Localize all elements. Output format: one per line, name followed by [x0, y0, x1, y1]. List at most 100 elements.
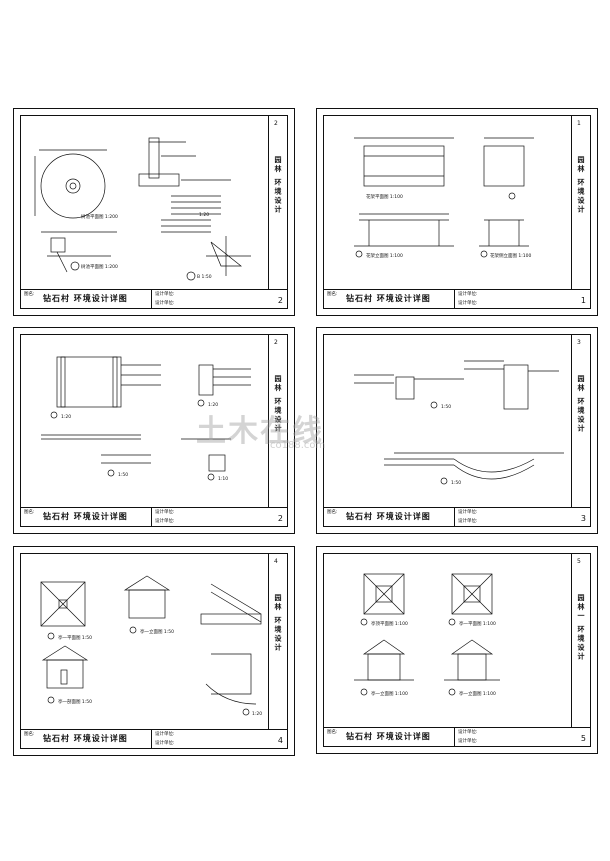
sheet-title: 钻石村 环境设计详图 — [43, 512, 128, 521]
field-1: 设计单位: — [458, 730, 478, 735]
drawing-label: 1:20 — [208, 402, 218, 408]
side-title: 园林 环境设计 — [577, 156, 585, 215]
drawing-label: 1:20 — [199, 212, 209, 218]
field-1: 设计单位: — [155, 292, 175, 297]
pergola-drawings: 花架平面图 1:100 花架立面图 1:100 花架侧立面图 1:100 — [354, 137, 534, 259]
field-2: 设计单位: — [458, 301, 478, 306]
path-drawings: 1:50 1:50 — [354, 360, 564, 486]
side-strip: 1 园林 环境设计 — [571, 116, 590, 290]
field-2: 设计单位: — [155, 301, 175, 306]
title-block: 图名: 钻石村 环境设计详图 设计单位: 设计单位: 3 — [324, 507, 590, 526]
title-prefix: 图名: — [327, 510, 338, 515]
sheet-number: 3 — [580, 514, 586, 523]
title-prefix: 图名: — [327, 730, 338, 735]
field-2: 设计单位: — [458, 739, 478, 744]
side-title: 园林 环境设计 — [577, 375, 585, 434]
drawing-area: 花架平面图 1:100 花架立面图 1:100 花架侧立面图 1:100 — [324, 116, 572, 290]
title-block: 图名: 钻石村 环境设计详图 设计单位: 设计单位: 5 — [324, 727, 590, 746]
sheet-number: 4 — [277, 736, 283, 745]
drawing-area: 1:20 1:20 1:50 1:10 — [21, 335, 269, 508]
sheet-number: 2 — [277, 514, 283, 523]
drawing-sheet-3: 1:20 1:20 1:50 1:10 2 园林 环境设计 图名: 钻石村 环境… — [13, 327, 295, 534]
sheet-title: 钻石村 环境设计详图 — [43, 734, 128, 743]
side-title: 园林一 环境设计 — [577, 594, 585, 662]
drawing-label: B 1:50 — [197, 274, 212, 280]
corner-number: 4 — [274, 558, 278, 565]
sheet-border: 亭一平面图 1:50 亭一立面图 1:50 亭一剖面图 1:50 1:20 4 … — [20, 553, 288, 749]
drawing-area: 1:50 1:50 — [324, 335, 572, 508]
drawing-label: 亭一剖面图 1:50 — [58, 698, 92, 705]
sheet-border: 树池平面图 1:200 1:20 树池平面图 1:200 B 1:50 2 园林… — [20, 115, 288, 309]
sheet-title: 钻石村 环境设计详图 — [346, 294, 431, 303]
title-block: 图名: 钻石村 环境设计详图 设计单位: 设计单位: 4 — [21, 729, 287, 748]
drawing-label: 1:20 — [61, 414, 71, 420]
drawing-label: 花架立面图 1:100 — [366, 252, 403, 259]
drawing-label: 树池平面图 1:200 — [81, 263, 118, 270]
corner-number: 2 — [274, 339, 278, 346]
sheet-border: 1:50 1:50 3 园林 环境设计 图名: 钻石村 环境设计详图 设计单位:… — [323, 334, 591, 527]
sheet-title: 钻石村 环境设计详图 — [346, 512, 431, 521]
sheet-number: 1 — [580, 296, 586, 305]
side-strip: 2 园林 环境设计 — [268, 335, 287, 508]
drawing-label: 花架侧立面图 1:100 — [490, 252, 532, 259]
side-strip: 5 园林一 环境设计 — [571, 554, 590, 728]
title-prefix: 图名: — [24, 732, 35, 737]
title-prefix: 图名: — [327, 292, 338, 297]
drawing-label: 花架平面图 1:100 — [366, 193, 403, 200]
sheet-title: 钻石村 环境设计详图 — [43, 294, 128, 303]
side-title: 园林 环境设计 — [274, 156, 282, 215]
field-1: 设计单位: — [155, 732, 175, 737]
field-2: 设计单位: — [155, 741, 175, 746]
title-block: 图名: 钻石村 环境设计详图 设计单位: 设计单位: 2 — [21, 507, 287, 526]
drawing-label: 亭一立面图 1:100 — [459, 690, 496, 697]
drawing-label: 亭一立面图 1:50 — [140, 628, 174, 635]
drawing-label: 亭一立面图 1:100 — [371, 690, 408, 697]
sheet-number: 2 — [277, 296, 283, 305]
drawing-sheet-1: 树池平面图 1:200 1:20 树池平面图 1:200 B 1:50 2 园林… — [13, 108, 295, 316]
field-1: 设计单位: — [458, 292, 478, 297]
title-block: 图名: 钻石村 环境设计详图 设计单位: 设计单位: 1 — [324, 289, 590, 308]
corner-number: 5 — [577, 558, 581, 565]
drawing-label: 1:50 — [451, 480, 461, 486]
drawing-label: 1:10 — [218, 476, 228, 482]
drawing-sheet-4: 1:50 1:50 3 园林 环境设计 图名: 钻石村 环境设计详图 设计单位:… — [316, 327, 598, 534]
pool-drawings: 树池平面图 1:200 1:20 树池平面图 1:200 B 1:50 — [34, 137, 251, 281]
field-2: 设计单位: — [155, 519, 175, 524]
drawing-label: 亭顶平面图 1:100 — [371, 620, 408, 627]
title-prefix: 图名: — [24, 292, 35, 297]
sheet-border: 1:20 1:20 1:50 1:10 2 园林 环境设计 图名: 钻石村 环境… — [20, 334, 288, 527]
field-2: 设计单位: — [458, 519, 478, 524]
corner-number: 3 — [577, 339, 581, 346]
drawing-sheet-2: 花架平面图 1:100 花架立面图 1:100 花架侧立面图 1:100 1 园… — [316, 108, 598, 316]
side-strip: 2 园林 环境设计 — [268, 116, 287, 290]
drawing-area: 亭一平面图 1:50 亭一立面图 1:50 亭一剖面图 1:50 1:20 — [21, 554, 269, 730]
drawing-label: 亭一平面图 1:100 — [459, 620, 496, 627]
pavilion-drawings: 亭一平面图 1:50 亭一立面图 1:50 亭一剖面图 1:50 1:20 — [40, 575, 262, 717]
wall-drawings: 1:20 1:20 1:50 1:10 — [41, 356, 251, 482]
title-prefix: 图名: — [24, 510, 35, 515]
drawing-area: 亭顶平面图 1:100 亭一平面图 1:100 亭一立面图 1:100 亭一立面… — [324, 554, 572, 728]
sheet-border: 亭顶平面图 1:100 亭一平面图 1:100 亭一立面图 1:100 亭一立面… — [323, 553, 591, 747]
side-strip: 4 园林 环境设计 — [268, 554, 287, 730]
drawing-sheet-5: 亭一平面图 1:50 亭一立面图 1:50 亭一剖面图 1:50 1:20 4 … — [13, 546, 295, 756]
title-block: 图名: 钻石村 环境设计详图 设计单位: 设计单位: 2 — [21, 289, 287, 308]
drawing-label: 树池平面图 1:200 — [81, 213, 118, 220]
drawing-label: 亭一平面图 1:50 — [58, 634, 92, 641]
field-1: 设计单位: — [155, 510, 175, 515]
drawing-area: 树池平面图 1:200 1:20 树池平面图 1:200 B 1:50 — [21, 116, 269, 290]
side-title: 园林 环境设计 — [274, 375, 282, 434]
watermark: 土木在线 — [196, 414, 324, 449]
drawing-label: 1:50 — [118, 472, 128, 478]
kiosk-drawings: 亭顶平面图 1:100 亭一平面图 1:100 亭一立面图 1:100 亭一立面… — [354, 573, 500, 697]
sheet-border: 花架平面图 1:100 花架立面图 1:100 花架侧立面图 1:100 1 园… — [323, 115, 591, 309]
side-strip: 3 园林 环境设计 — [571, 335, 590, 508]
field-1: 设计单位: — [458, 510, 478, 515]
corner-number: 1 — [577, 120, 581, 127]
watermark-url: co188.com — [270, 440, 326, 451]
side-title: 园林 环境设计 — [274, 594, 282, 653]
sheet-number: 5 — [580, 734, 586, 743]
drawing-sheet-6: 亭顶平面图 1:100 亭一平面图 1:100 亭一立面图 1:100 亭一立面… — [316, 546, 598, 754]
sheet-title: 钻石村 环境设计详图 — [346, 732, 431, 741]
corner-number: 2 — [274, 120, 278, 127]
drawing-label: 1:20 — [252, 711, 262, 717]
